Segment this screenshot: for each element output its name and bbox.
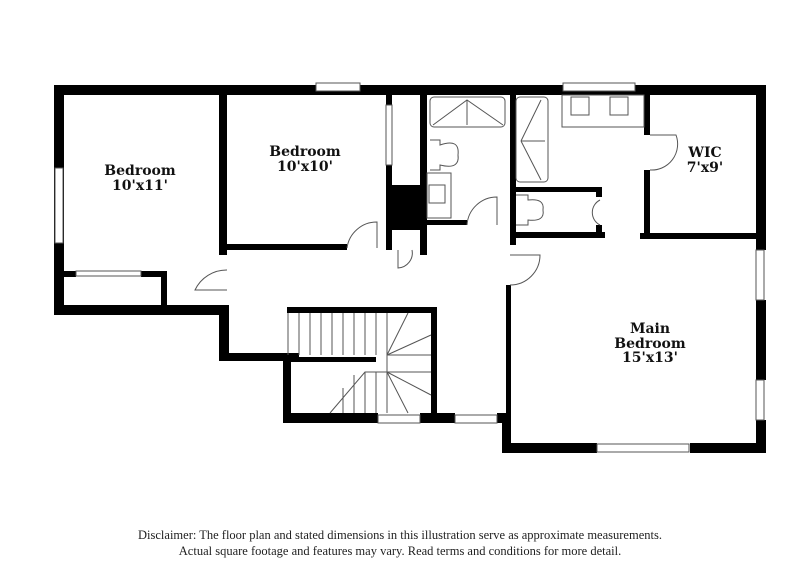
disclaimer-line-1: Disclaimer: The floor plan and stated di… — [138, 528, 662, 542]
room-label-bedroom-2: Bedroom 10'x10' — [245, 145, 365, 174]
walls — [54, 85, 766, 453]
room-dimensions: 7'x9' — [686, 159, 724, 176]
room-label-main-bedroom: Main Bedroom 15'x13' — [585, 322, 715, 366]
room-label-bedroom-1: Bedroom 10'x11' — [80, 164, 200, 193]
staircase — [287, 312, 432, 414]
room-dimensions: 15'x13' — [622, 350, 678, 367]
room-name-line2: Bedroom — [614, 335, 686, 352]
fixtures — [426, 94, 645, 226]
room-name: Bedroom — [269, 144, 341, 160]
room-label-wic: WIC 7'x9' — [660, 146, 750, 175]
disclaimer: Disclaimer: The floor plan and stated di… — [60, 527, 740, 559]
room-name-line1: Main — [629, 321, 671, 337]
room-name: Bedroom — [104, 163, 176, 179]
room-dimensions: 10'x10' — [277, 158, 333, 175]
room-name: WIC — [688, 145, 722, 161]
room-dimensions: 10'x11' — [112, 177, 168, 194]
doors — [194, 134, 679, 291]
windows — [54, 82, 765, 453]
disclaimer-line-2: Actual square footage and features may v… — [178, 544, 622, 558]
